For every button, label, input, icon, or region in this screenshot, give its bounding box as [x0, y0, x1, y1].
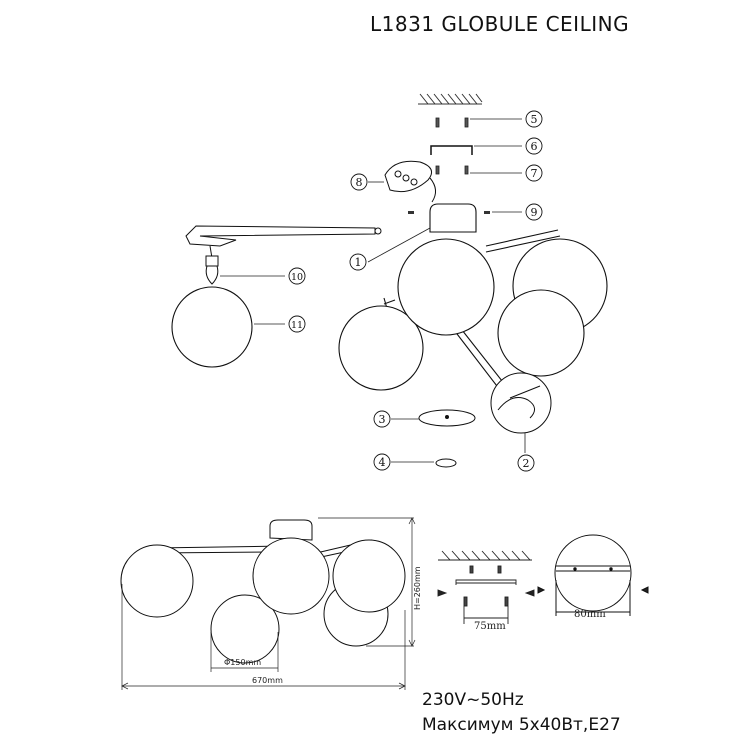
callout-10	[288, 267, 306, 285]
mounting-detail	[437, 550, 535, 624]
callout-label-5: 5	[531, 113, 538, 126]
callout-label-11: 11	[291, 320, 303, 331]
locking-nut	[435, 458, 457, 468]
cover-plate	[418, 409, 476, 427]
callout-7	[525, 164, 543, 182]
callout-5	[525, 110, 543, 128]
callout-label-4: 4	[379, 456, 386, 469]
callout-label-1: 1	[355, 256, 362, 269]
side-screw	[408, 211, 490, 214]
callout-11	[288, 315, 306, 333]
callout-label-2: 2	[523, 457, 530, 470]
product-title: L1831 GLOBULE CEILING	[370, 12, 630, 36]
callout-9	[525, 203, 543, 221]
loose-globe	[171, 286, 253, 368]
callout-4	[373, 453, 391, 471]
canopy-diameter-label: 80mm	[574, 609, 606, 620]
dimension-labels: H=260mm Φ150mm 670mm	[224, 566, 422, 685]
screw-pair-top	[435, 117, 469, 128]
callout-markers	[288, 110, 543, 472]
callout-label-3: 3	[379, 413, 386, 426]
power-spec: Максимум 5x40Вт,E27	[422, 715, 621, 735]
bulb-icon	[205, 255, 219, 285]
voltage-spec: 230V~50Hz	[422, 690, 524, 710]
dimension-lines	[121, 517, 416, 690]
mount-spacing-label: 75mm	[474, 621, 506, 632]
callout-3	[373, 410, 391, 428]
canopy-detail	[537, 534, 649, 616]
callout-2	[517, 454, 535, 472]
fixture-body	[338, 203, 608, 391]
electrical-specs: 230V~50Hz Максимум 5x40Вт,E27	[422, 688, 621, 738]
callout-label-9: 9	[531, 206, 538, 219]
callout-label-8: 8	[356, 176, 363, 189]
globe-diameter-label: Φ150mm	[224, 658, 261, 667]
callout-6	[525, 137, 543, 155]
callout-label-10: 10	[291, 272, 303, 283]
callout-label-7: 7	[531, 167, 538, 180]
callout-1	[349, 253, 367, 271]
callout-label-6: 6	[531, 140, 538, 153]
terminal-block	[384, 160, 436, 203]
height-label: H=260mm	[413, 566, 422, 610]
callout-numbers: 1 2 3 4 5 6 7 8 9 10 11	[291, 113, 538, 470]
wire-detail-circle	[490, 372, 552, 434]
arm-assembly	[185, 225, 382, 259]
width-label: 670mm	[252, 676, 283, 685]
ceiling-hatch	[418, 93, 483, 105]
callout-8	[350, 173, 368, 191]
assembled-view	[120, 519, 406, 664]
mounting-bar	[430, 145, 473, 155]
screw-pair-mid	[435, 165, 469, 175]
